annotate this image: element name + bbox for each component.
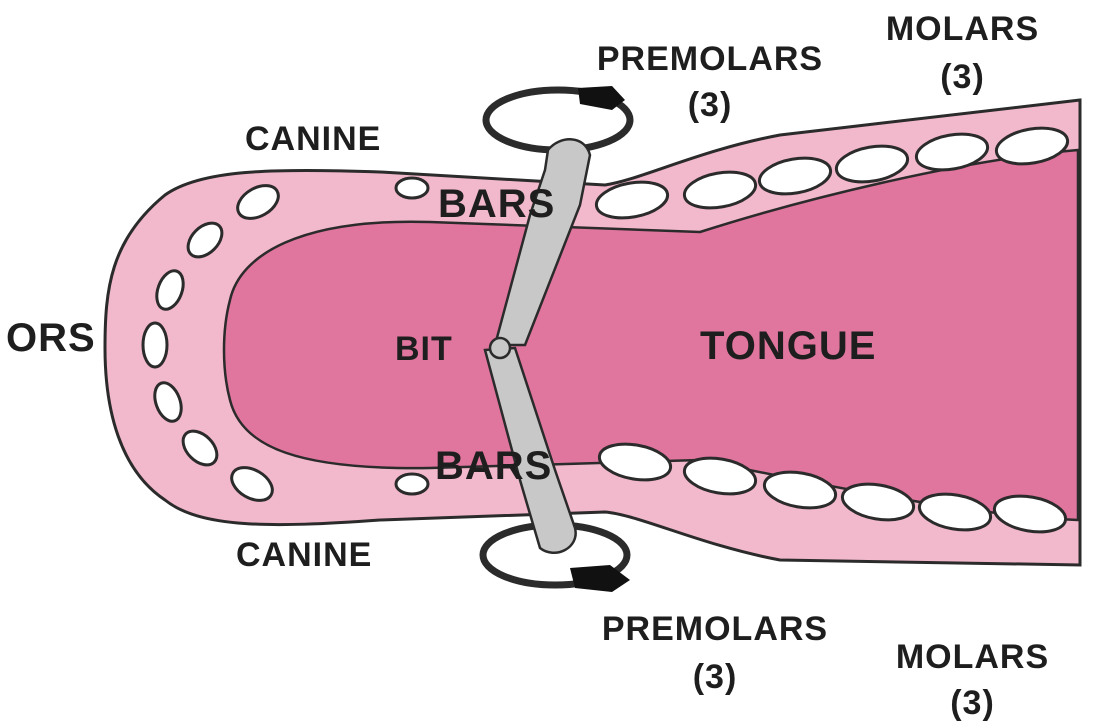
bit-joint [490, 338, 510, 358]
bars-top-label: BARS [438, 184, 555, 224]
premolars-top-count: (3) [560, 88, 860, 122]
front-tooth [143, 323, 167, 367]
canine-top-label: CANINE [245, 122, 381, 156]
lower-canine-tooth [396, 474, 428, 494]
molars-bottom-count: (3) [865, 686, 1080, 720]
tongue-label: TONGUE [700, 326, 876, 366]
molars-top-label: MOLARS [855, 12, 1070, 46]
bars-bottom-label: BARS [435, 446, 552, 486]
molars-top-count: (3) [855, 60, 1070, 94]
incisors-label: ORS [6, 318, 96, 358]
premolars-bottom-count: (3) [565, 660, 865, 694]
upper-canine-tooth [396, 178, 428, 198]
bit-label: BIT [395, 332, 453, 366]
molars-bottom-label: MOLARS [865, 640, 1080, 674]
premolars-bottom-label: PREMOLARS [565, 612, 865, 646]
canine-bottom-label: CANINE [236, 538, 372, 572]
premolars-top-label: PREMOLARS [560, 42, 860, 76]
